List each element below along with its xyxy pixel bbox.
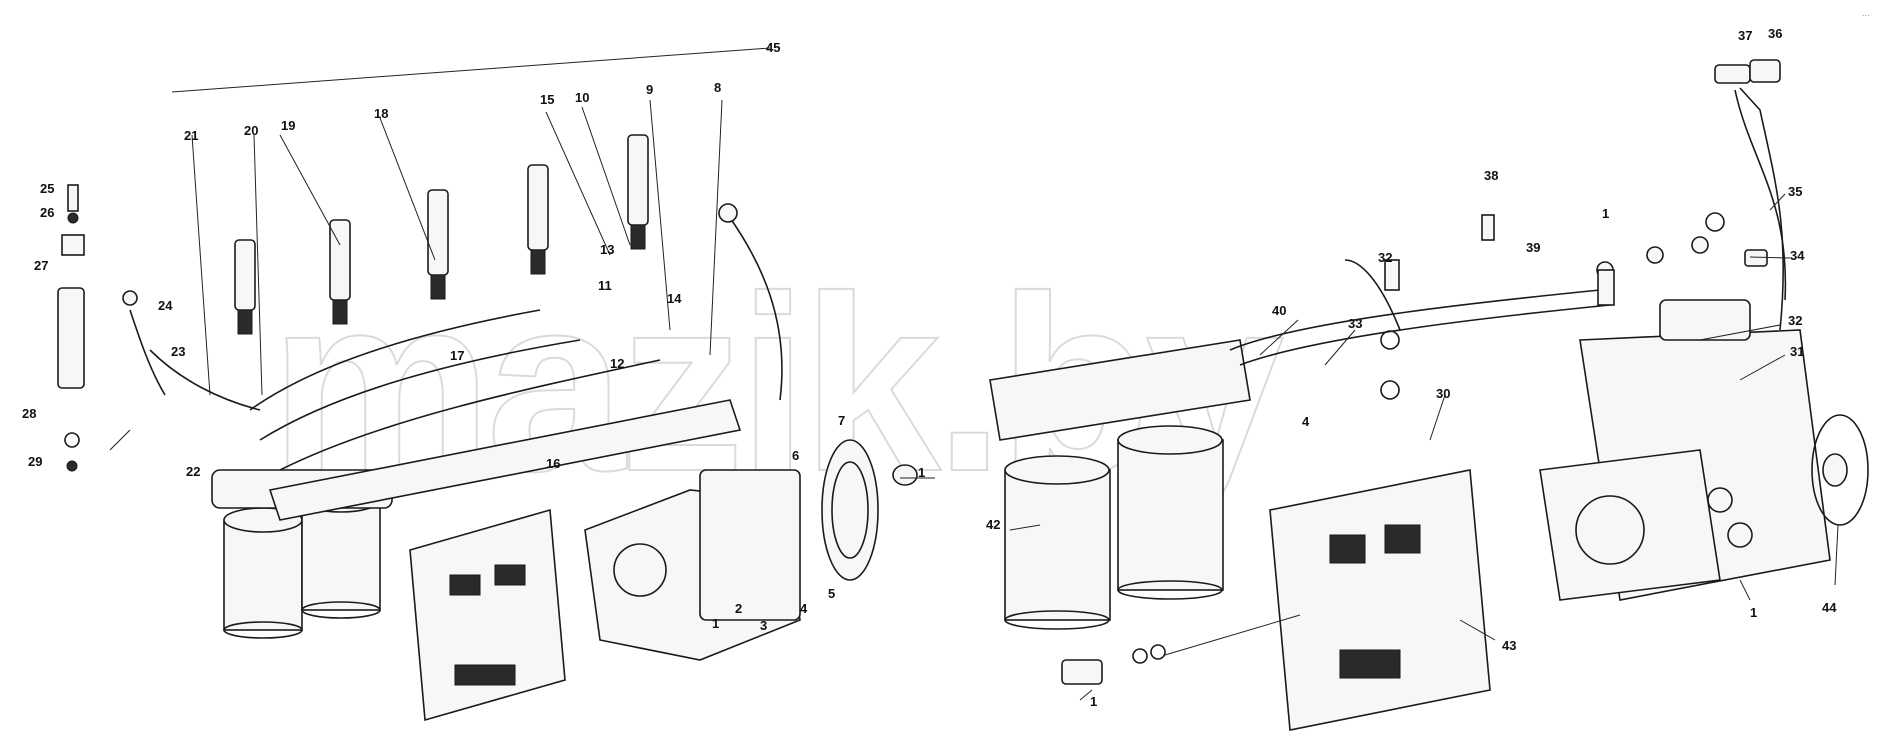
- callout: 28: [22, 406, 36, 421]
- left-high-pressure-pump: [584, 469, 801, 661]
- callout: 13: [600, 242, 614, 257]
- callout: 45: [766, 40, 780, 55]
- callout: 29: [28, 454, 42, 469]
- left-exploded-injector: [57, 184, 166, 472]
- callout: 19: [281, 118, 295, 133]
- left-injectors: [234, 134, 649, 335]
- callout: 14: [667, 291, 682, 306]
- callout: 30: [1436, 386, 1450, 401]
- callout: 43: [1502, 638, 1516, 653]
- callout: 37: [1738, 28, 1752, 43]
- callout: 40: [1272, 303, 1286, 318]
- callout: 1: [1750, 605, 1757, 620]
- callout: 15: [540, 92, 554, 107]
- callout: 10: [575, 90, 589, 105]
- callout: 17: [450, 348, 464, 363]
- callout: 42: [986, 517, 1000, 532]
- callout: 27: [34, 258, 48, 273]
- callout: 20: [244, 123, 258, 138]
- callout: 1: [1602, 206, 1609, 221]
- callout: 44: [1822, 600, 1837, 615]
- left-common-rail: [149, 309, 742, 521]
- right-small-parts: [1061, 59, 1781, 685]
- callout: 24: [158, 298, 173, 313]
- callout: 1: [712, 616, 719, 631]
- callout: 8: [714, 80, 721, 95]
- left-ecu: [409, 508, 566, 722]
- left-assembly: [57, 47, 935, 722]
- callout: 16: [546, 456, 560, 471]
- callout: 38: [1484, 168, 1498, 183]
- callout: 5: [828, 586, 835, 601]
- callout: 1: [918, 465, 925, 480]
- callout: 26: [40, 205, 54, 220]
- right-fuel-filters: [989, 339, 1251, 630]
- callout: 6: [792, 448, 799, 463]
- callout: 32: [1378, 250, 1392, 265]
- callout: 39: [1526, 240, 1540, 255]
- left-drive-gear: [821, 439, 918, 581]
- callout: 36: [1768, 26, 1782, 41]
- callout: 12: [610, 356, 624, 371]
- callout: 22: [186, 464, 200, 479]
- callout: 35: [1788, 184, 1802, 199]
- callout: 31: [1790, 344, 1804, 359]
- callout: 25: [40, 181, 54, 196]
- callout: 9: [646, 82, 653, 97]
- right-assembly: [989, 59, 1869, 731]
- callout: 21: [184, 128, 198, 143]
- callout-labels: 45 21 20 19 18 15 10 9 8 25 26 27 24 23 …: [22, 26, 1837, 709]
- callout: 7: [838, 413, 845, 428]
- callout: 23: [171, 344, 185, 359]
- callout: 4: [800, 601, 808, 616]
- callout: 18: [374, 106, 388, 121]
- callout: 2: [735, 601, 742, 616]
- callout: 3: [760, 618, 767, 633]
- callout: 1: [1090, 694, 1097, 709]
- callout: 32: [1788, 313, 1802, 328]
- right-ecu: [1269, 469, 1491, 731]
- callout: 11: [598, 278, 612, 293]
- right-o-ring: [1811, 414, 1869, 526]
- callout: 33: [1348, 316, 1362, 331]
- corner-mark: ...: [1862, 8, 1870, 18]
- callout: 4: [1302, 414, 1310, 429]
- callout: 34: [1790, 248, 1805, 263]
